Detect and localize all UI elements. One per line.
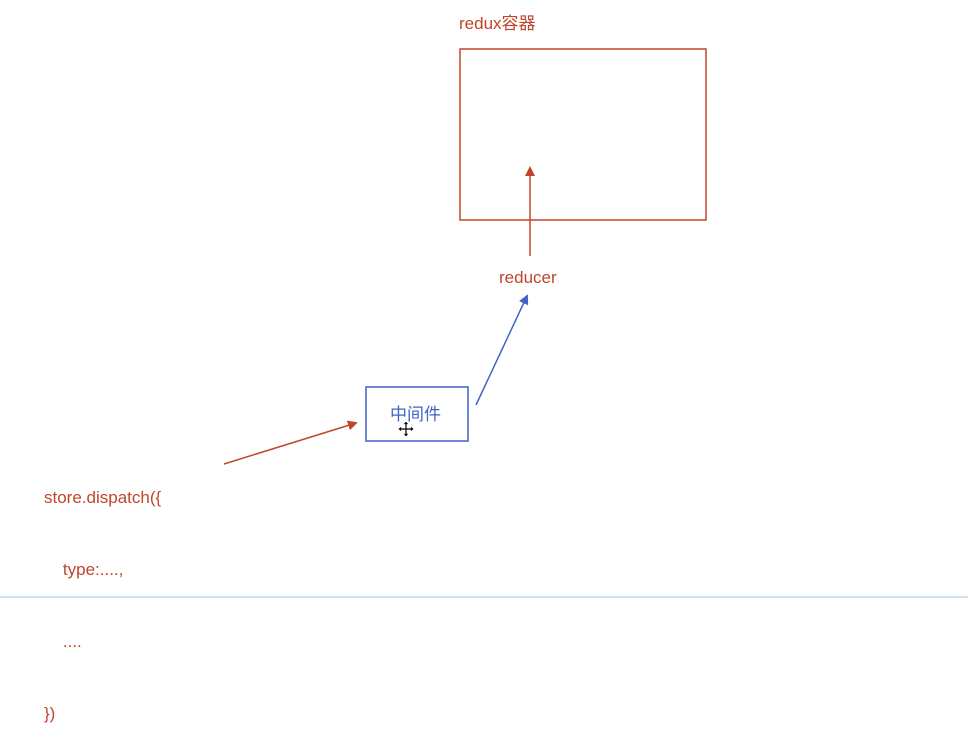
move-cursor-icon	[397, 420, 415, 438]
middleware-label: 中间件	[390, 405, 441, 424]
code-line: ....	[44, 632, 82, 651]
dispatch-code-block: store.dispatch({ type:...., .... })	[44, 438, 161, 750]
dispatch-to-middleware-arrow	[223, 420, 358, 465]
middleware-to-reducer-arrow	[475, 294, 529, 406]
code-line: type:....,	[44, 560, 124, 579]
redux-container-title: redux容器	[459, 14, 536, 33]
redux-container-box	[459, 48, 707, 221]
middleware-box	[365, 386, 469, 442]
diagram-canvas	[223, 48, 707, 465]
code-line: })	[44, 704, 56, 723]
code-line: store.dispatch({	[44, 488, 162, 507]
bottom-divider	[0, 596, 968, 598]
reducer-label: reducer	[499, 268, 557, 287]
